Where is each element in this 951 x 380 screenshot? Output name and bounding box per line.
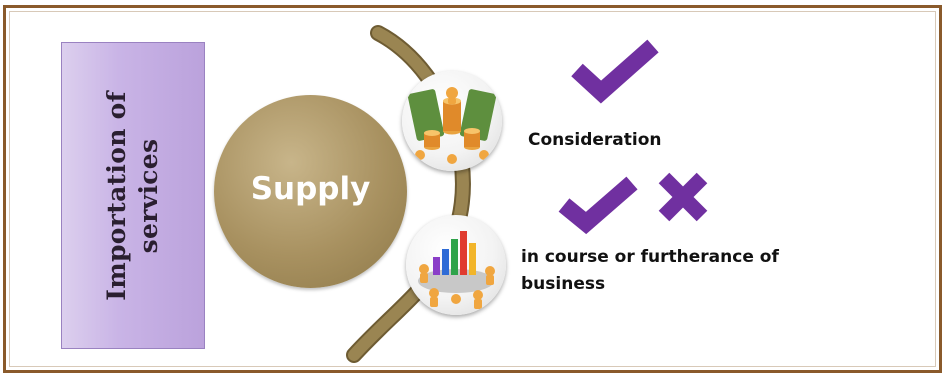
check-mark-icon (558, 176, 638, 235)
check-mark-icon (571, 39, 659, 104)
side-label-box: Importation of services (61, 42, 205, 349)
business-label: in course or furtherance of business (521, 247, 779, 294)
supply-label: Supply (250, 171, 371, 207)
consideration-label: Consideration (528, 130, 662, 150)
supply-circle: Supply (214, 95, 407, 288)
meeting-chart-drawing (418, 231, 495, 309)
cross-mark-icon (658, 172, 708, 222)
money-stacks-drawing (407, 87, 497, 164)
inner-frame (9, 11, 936, 367)
outer-frame (3, 5, 942, 373)
meeting-chart-icon (406, 215, 506, 315)
money-stacks-icon (402, 71, 502, 171)
